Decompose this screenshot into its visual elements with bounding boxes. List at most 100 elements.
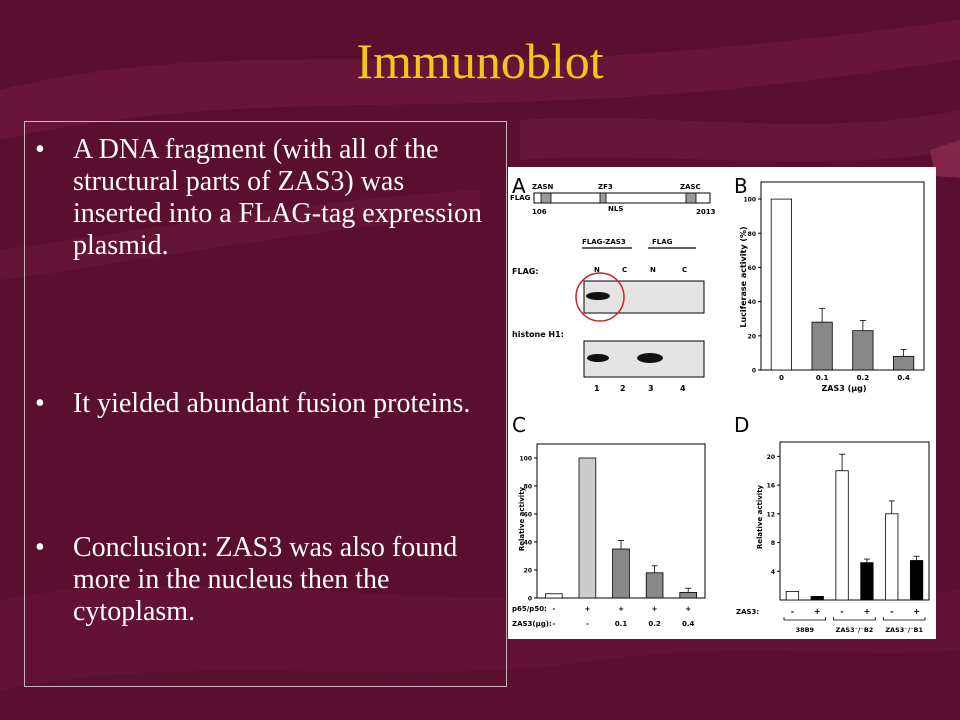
group-label: ZAS3⁻/⁻B1 <box>885 626 923 634</box>
construct-start-number: 106 <box>532 208 547 216</box>
blot-label-flag: FLAG: <box>512 267 539 276</box>
condition-sign: - <box>890 607 893 616</box>
bar <box>810 596 824 601</box>
bar <box>612 548 630 599</box>
y-tick-label: 0 <box>752 368 756 375</box>
y-tick-label: 12 <box>767 511 775 518</box>
bullet-text: A DNA fragment (with all of the structur… <box>73 134 483 261</box>
condition-value: + <box>652 605 658 613</box>
domain-label: ZASC <box>680 183 701 191</box>
condition-value: - <box>586 620 589 628</box>
construct-nls-label: NLS <box>608 205 623 213</box>
lane-number: 3 <box>648 384 654 393</box>
group-label: 38B9 <box>796 626 815 634</box>
domain-label: ZASN <box>532 183 554 191</box>
bar <box>835 470 849 601</box>
y-tick-label: 60 <box>748 265 756 272</box>
group-bracket <box>882 617 926 621</box>
condition-sign: - <box>791 607 794 616</box>
panel-c-row-label: ZAS3(μg): <box>512 620 552 628</box>
bar <box>578 457 597 599</box>
condition-sign: - <box>840 607 843 616</box>
bullet-text: It yielded abundant fusion proteins. <box>73 388 471 419</box>
condition-sign: + <box>913 607 920 616</box>
lane-number: 1 <box>594 384 600 393</box>
bar <box>545 593 563 599</box>
bar <box>860 562 874 601</box>
y-tick-label: 40 <box>748 299 756 306</box>
lane-fraction: C <box>682 266 687 274</box>
panel-b-xlabel: ZAS3 (μg) <box>821 384 866 393</box>
bar <box>811 321 833 371</box>
panel-c-ylabel: Relative activity <box>518 486 526 551</box>
highlight-circle <box>575 272 625 322</box>
y-tick-label: 20 <box>524 568 532 575</box>
panel-c-row-label: p65/p50: <box>512 605 547 613</box>
group-label: FLAG-ZAS3 <box>582 238 626 246</box>
histone-band <box>587 354 609 362</box>
bar <box>770 198 792 371</box>
panel-b-plot-frame <box>760 181 925 371</box>
figure-panel: A B C D ZASN ZF3 ZASC FLAG 106 NLS 2013 … <box>508 167 936 639</box>
bullet-text: Conclusion: ZAS3 was also found more in … <box>73 532 458 627</box>
construct-bar <box>533 192 711 204</box>
condition-value: 0.2 <box>648 620 661 628</box>
panel-b-ylabel: Luciferase activity (%) <box>739 226 748 327</box>
condition-value: + <box>584 605 590 613</box>
blot-label-histone: histone H1: <box>512 330 564 339</box>
y-tick-label: 16 <box>767 483 775 490</box>
construct-flag-label: FLAG <box>510 194 531 202</box>
panel-d-row-label: ZAS3: <box>736 608 759 616</box>
figure-svg: A B C D ZASN ZF3 ZASC FLAG 106 NLS 2013 … <box>510 174 930 634</box>
condition-value: + <box>618 605 624 613</box>
condition-sign: + <box>814 607 821 616</box>
y-tick-label: 0 <box>528 596 532 603</box>
y-tick-label: 40 <box>524 540 532 547</box>
y-tick-label: 20 <box>767 454 775 461</box>
bullet-dot: • <box>35 388 45 419</box>
lane-number: 4 <box>680 384 686 393</box>
panel-a-blots: FLAG-ZAS3 FLAG FLAG: N C N C histone H1:… <box>512 238 705 393</box>
bar <box>885 513 899 601</box>
bullet-dot: • <box>35 532 45 563</box>
panel-label-b: B <box>734 174 748 198</box>
y-tick-label: 80 <box>748 231 756 238</box>
lane-number: 2 <box>620 384 626 393</box>
domain-label: ZF3 <box>598 183 613 191</box>
condition-value: - <box>552 620 555 628</box>
domain-box <box>599 192 607 204</box>
bar <box>645 572 664 599</box>
panel-label-c: C <box>512 413 526 437</box>
panel-d-ylabel: Relative activity <box>756 484 764 549</box>
x-tick-label: 0 <box>779 374 784 382</box>
panel-label-a: A <box>512 174 526 198</box>
condition-sign: + <box>864 607 871 616</box>
x-tick-label: 0.2 <box>857 374 870 382</box>
domain-box <box>540 192 552 204</box>
group-bracket <box>783 617 827 621</box>
group-bracket <box>833 617 876 621</box>
x-tick-label: 0.4 <box>897 374 910 382</box>
panel-d-plot-frame <box>779 441 930 601</box>
lane-fraction: C <box>622 266 627 274</box>
lane-fraction: N <box>594 266 600 274</box>
group-label: FLAG <box>652 238 673 246</box>
bar <box>909 560 924 601</box>
y-tick-label: 100 <box>743 197 756 204</box>
condition-value: + <box>685 605 691 613</box>
lane-fraction: N <box>650 266 656 274</box>
group-label: ZAS3⁻/⁻B2 <box>836 626 874 634</box>
bullet-dot: • <box>35 134 45 165</box>
bar <box>679 591 698 599</box>
x-tick-label: 0.1 <box>816 374 829 382</box>
condition-value: 0.4 <box>682 620 695 628</box>
y-tick-label: 60 <box>524 512 532 519</box>
panel-a-construct: ZASN ZF3 ZASC FLAG 106 NLS 2013 <box>510 183 716 216</box>
y-tick-label: 8 <box>771 540 775 547</box>
histone-band <box>637 353 663 363</box>
condition-value: - <box>552 605 555 613</box>
panel-label-d: D <box>734 413 749 437</box>
condition-value: 0.1 <box>615 620 628 628</box>
construct-end-number: 2013 <box>696 208 716 216</box>
